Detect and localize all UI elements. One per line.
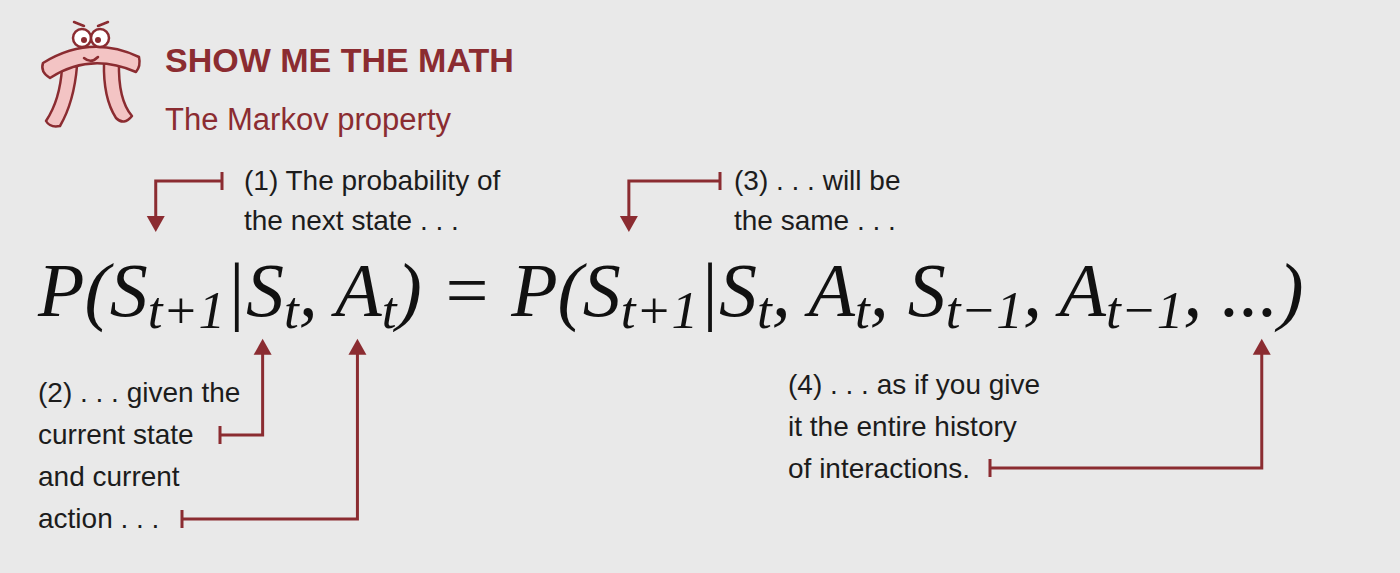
arrow-head — [147, 216, 165, 232]
subtitle: The Markov property — [165, 101, 451, 138]
annotation: (2) . . . given the current state and cu… — [38, 372, 244, 540]
math-subscript: t−1 — [1106, 284, 1183, 337]
math-subscript: t — [855, 284, 870, 337]
math-subscript: t — [757, 284, 772, 337]
mascot-leg — [104, 62, 132, 122]
math-symbol: P(S — [38, 252, 148, 328]
pi-mascot — [42, 22, 139, 126]
heading: SHOW ME THE MATH — [165, 40, 514, 81]
annotation: (4) . . . as if you give it the entire h… — [788, 364, 1044, 490]
mascot-pupil — [81, 37, 87, 43]
annotation: (3) . . . will be the same . . . — [734, 161, 924, 241]
mascot-brow — [74, 22, 108, 26]
arrow-head — [254, 339, 272, 355]
math-subscript: t−1 — [946, 284, 1023, 337]
equation: P(St+1|St, At) = P(St+1|St, At, St−1, At… — [38, 252, 1304, 328]
math-symbol: , ...) — [1183, 252, 1303, 328]
math-subscript: t+1 — [621, 284, 698, 337]
arrow-head — [1253, 339, 1271, 355]
annotation: (1) The probability of the next state . … — [244, 161, 524, 241]
mascot-pupil — [95, 37, 101, 43]
math-symbol: |S — [698, 252, 757, 328]
math-symbol: , S — [870, 252, 946, 328]
math-symbol: , A — [299, 252, 382, 328]
mascot-eye — [91, 29, 109, 47]
math-subscript: t — [284, 284, 299, 337]
math-subscript: t+1 — [148, 284, 225, 337]
leader-line — [156, 172, 222, 218]
math-symbol: , A — [1023, 252, 1106, 328]
math-subscript: t — [382, 284, 397, 337]
leader-line — [629, 172, 720, 218]
math-symbol: , A — [772, 252, 855, 328]
math-symbol: |S — [225, 252, 284, 328]
mascot-bar — [42, 47, 139, 78]
arrow-head — [620, 216, 638, 232]
mascot-mouth — [84, 57, 98, 61]
math-symbol: ) = P(S — [397, 252, 621, 328]
mascot-eye — [73, 29, 91, 47]
arrow-head — [348, 339, 366, 355]
